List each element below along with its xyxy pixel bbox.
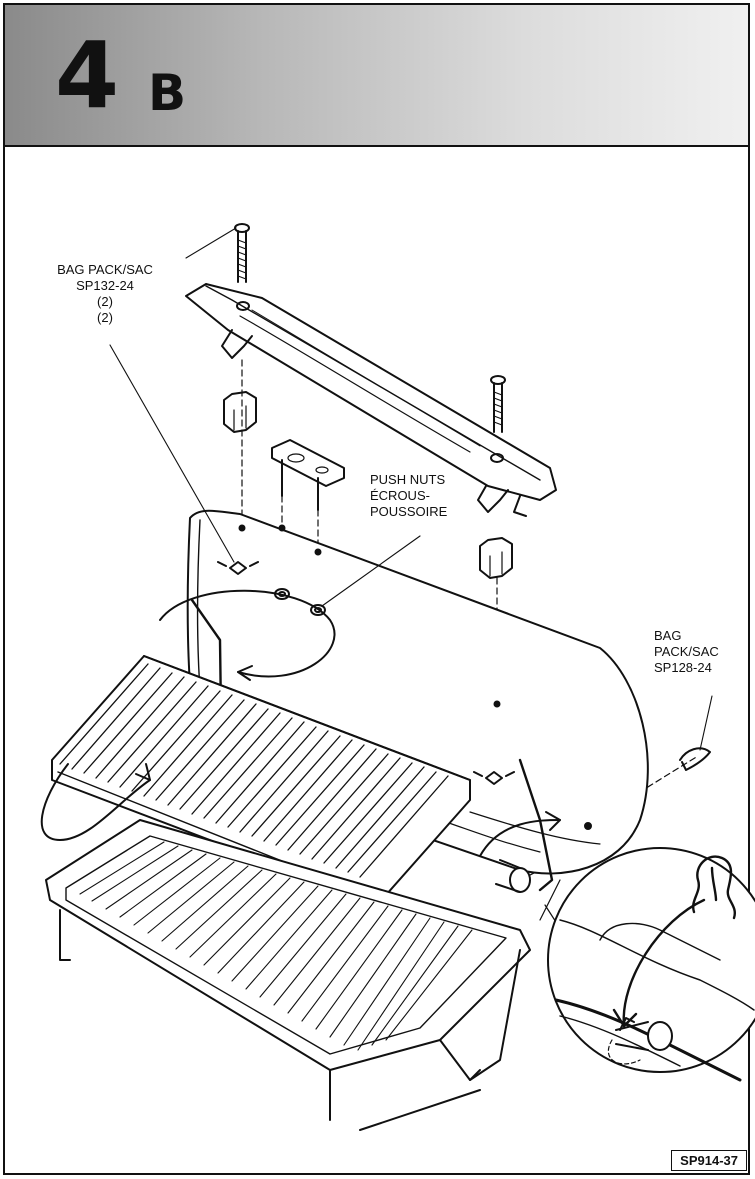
spacer-clip-left <box>223 391 257 433</box>
callout-line: SP128-24 <box>654 660 712 675</box>
step-number: 4 <box>55 22 119 129</box>
wing-nut-right <box>473 771 515 785</box>
step-letter: B <box>148 64 187 122</box>
callout-line: SP132-24 <box>76 278 134 293</box>
page-frame <box>3 3 750 1175</box>
hairpin-clip-detail <box>691 855 737 920</box>
grill-base <box>45 819 531 1131</box>
temperature-plate <box>271 439 345 511</box>
callout-line: BAG <box>654 628 682 643</box>
reference-code: SP914-37 <box>671 1150 747 1171</box>
hairpin-clip <box>679 747 711 771</box>
carriage-bolt-right <box>490 375 506 433</box>
callout-line: (2) <box>97 294 113 309</box>
callout-line: ÉCROUS- <box>370 488 430 503</box>
callout-line: BAG PACK/SAC <box>57 262 153 277</box>
hinge-pin <box>495 859 531 893</box>
header-band <box>5 5 748 147</box>
rotation-arrow <box>159 589 336 678</box>
callout-line: (2) <box>97 310 113 325</box>
wing-nut-left <box>217 561 259 575</box>
callout-line: PACK/SAC <box>654 644 719 659</box>
callout-push-nuts: PUSH NUTS ÉCROUS- POUSSOIRE <box>370 472 447 520</box>
carriage-bolt-left <box>234 223 250 283</box>
callout-line: PUSH NUTS <box>370 472 446 487</box>
lid-handle <box>185 283 557 517</box>
callout-bag-pack-sp132: BAG PACK/SAC SP132-24 (2) (2) <box>40 262 170 326</box>
callout-bag-pack-sp128: BAG PACK/SAC SP128-24 <box>654 628 719 676</box>
callout-line: POUSSOIRE <box>370 504 448 519</box>
leader-lines <box>109 227 713 751</box>
detail-magnifier <box>539 847 755 1082</box>
spacer-clip-right <box>479 537 513 579</box>
cooking-grate <box>51 655 471 905</box>
